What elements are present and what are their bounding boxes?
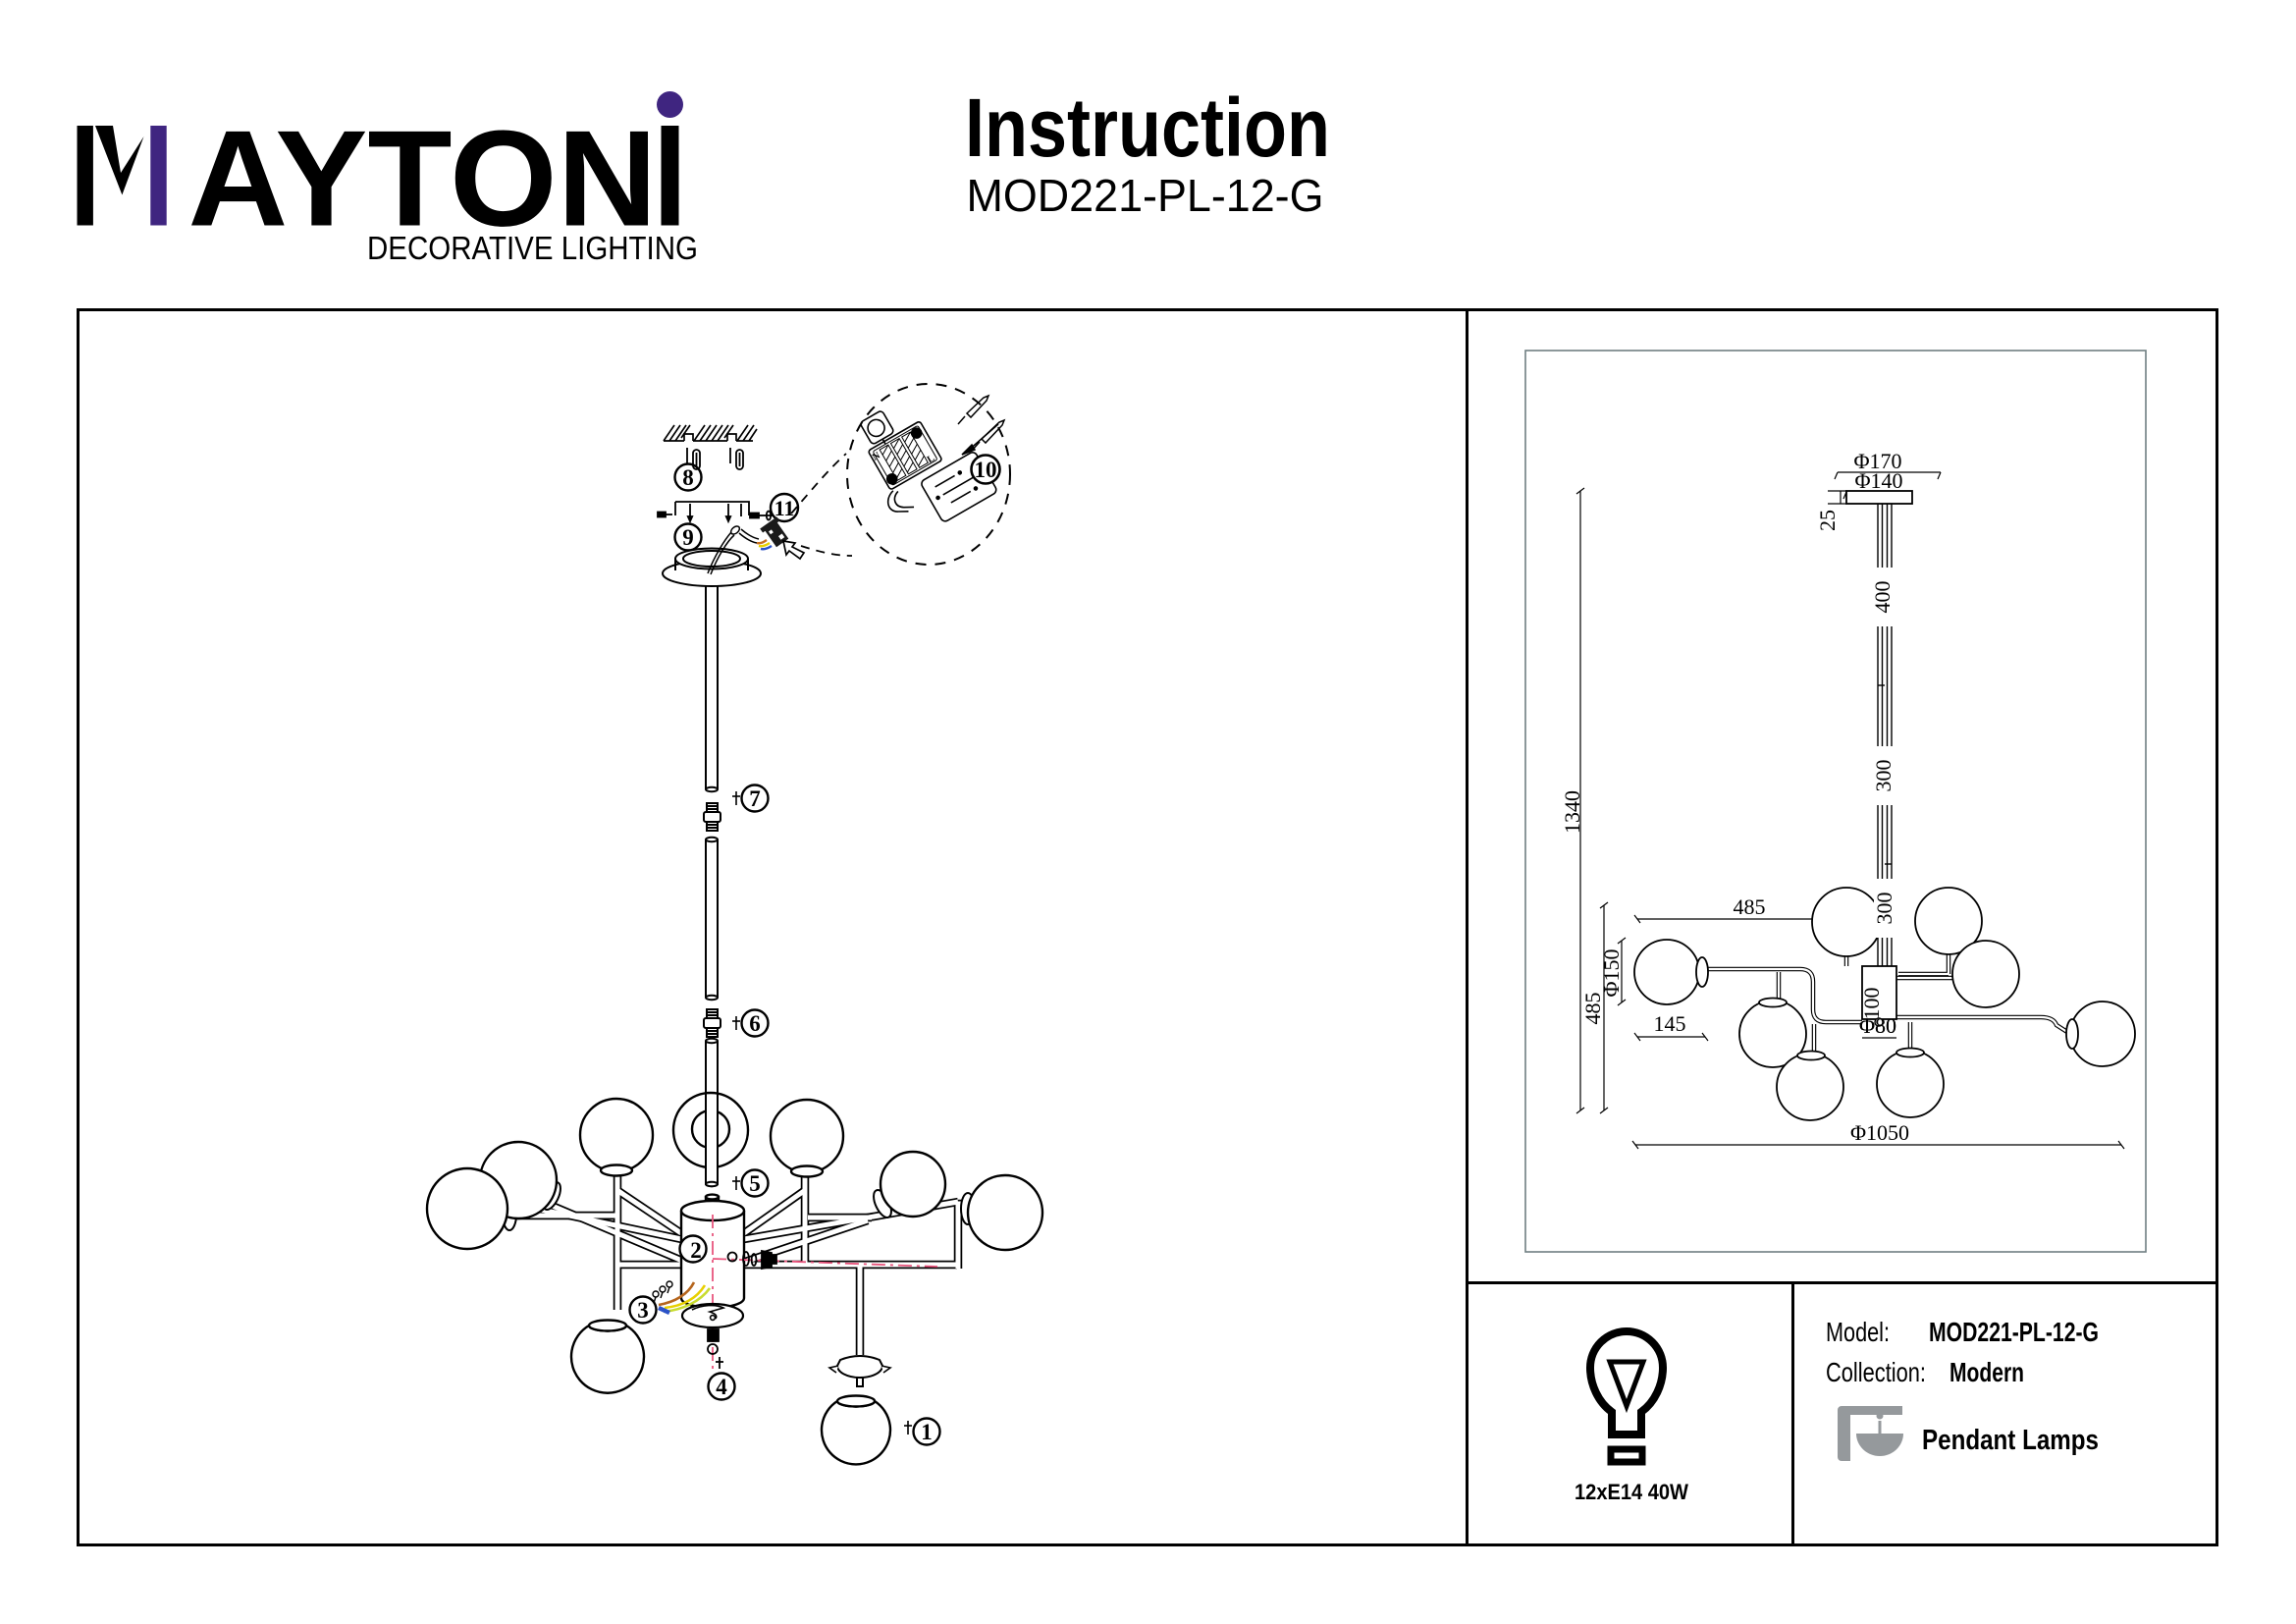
svg-text:145: 145 — [1654, 1011, 1686, 1036]
svg-text:1: 1 — [921, 1420, 933, 1444]
svg-text:25: 25 — [1815, 510, 1840, 531]
svg-text:L: L — [926, 453, 937, 465]
svg-text:Collection:: Collection: — [1826, 1357, 1926, 1387]
svg-text:Instruction: Instruction — [965, 81, 1330, 174]
svg-text:3: 3 — [637, 1298, 649, 1323]
svg-text:8: 8 — [682, 465, 694, 490]
svg-text:DECORATIVE LIGHTING: DECORATIVE LIGHTING — [367, 230, 698, 266]
svg-text:Φ170: Φ170 — [1853, 449, 1901, 473]
svg-text:7: 7 — [749, 786, 761, 811]
svg-text:Φ150: Φ150 — [1599, 948, 1624, 997]
svg-text:Pendant Lamps: Pendant Lamps — [1922, 1425, 2099, 1456]
svg-text:AYTON: AYTON — [188, 103, 658, 255]
svg-text:2: 2 — [690, 1238, 702, 1263]
svg-text:300: 300 — [1872, 893, 1896, 925]
svg-text:6: 6 — [749, 1011, 761, 1036]
svg-text:300: 300 — [1871, 760, 1896, 792]
svg-text:Φ1050: Φ1050 — [1850, 1120, 1909, 1145]
svg-text:485: 485 — [1734, 894, 1766, 919]
svg-text:10: 10 — [975, 458, 997, 482]
svg-text:5: 5 — [749, 1171, 761, 1196]
svg-text:Model:: Model: — [1826, 1317, 1890, 1347]
svg-text:4: 4 — [716, 1375, 727, 1399]
svg-text:100: 100 — [1859, 988, 1884, 1020]
svg-text:Φ80: Φ80 — [1859, 1013, 1896, 1038]
svg-text:12xE14 40W: 12xE14 40W — [1575, 1480, 1688, 1504]
svg-text:11: 11 — [774, 496, 795, 520]
svg-text:485: 485 — [1580, 993, 1605, 1025]
svg-text:MOD221-PL-12-G: MOD221-PL-12-G — [1929, 1317, 2099, 1347]
svg-text:9: 9 — [682, 525, 694, 550]
svg-text:MOD221-PL-12-G: MOD221-PL-12-G — [967, 170, 1324, 221]
svg-text:Modern: Modern — [1949, 1357, 2024, 1387]
svg-text:400: 400 — [1870, 581, 1895, 614]
